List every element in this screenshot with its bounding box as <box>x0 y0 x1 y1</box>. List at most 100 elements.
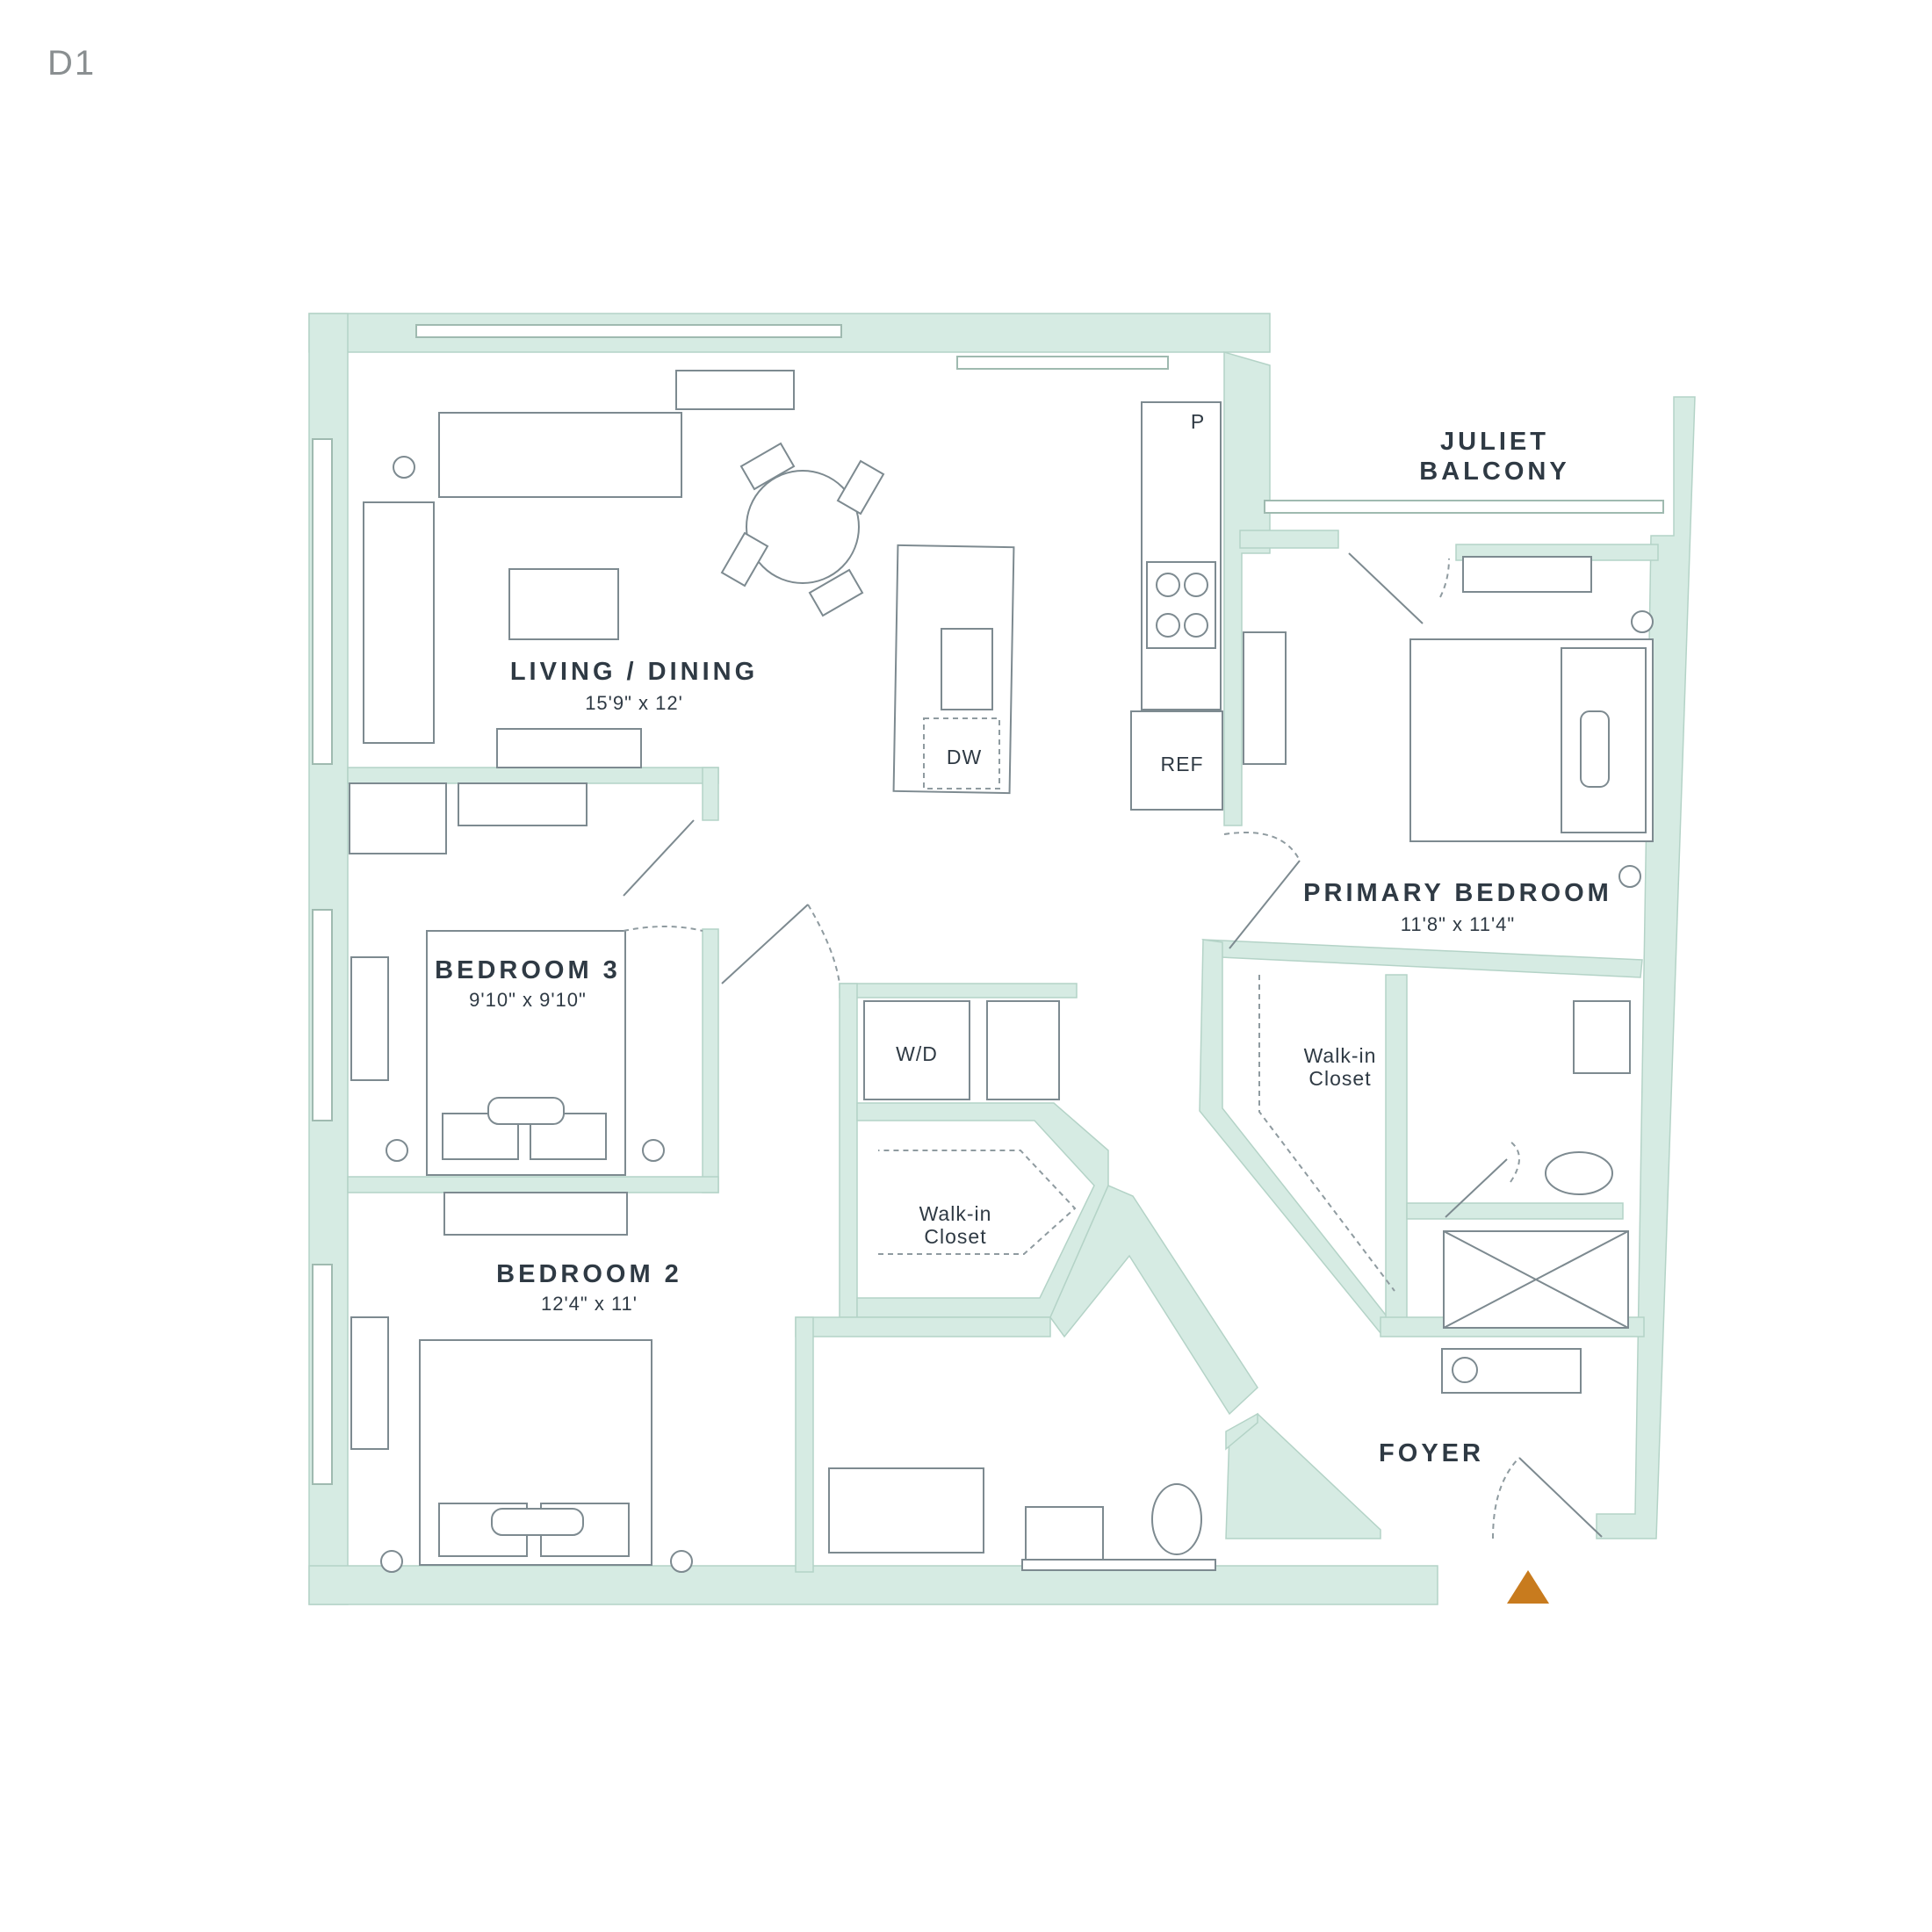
walls <box>308 313 1696 1605</box>
door-primary <box>1229 860 1301 949</box>
dining-table <box>746 470 860 584</box>
tv-bed3 <box>350 956 389 1081</box>
nightstand-lamp <box>670 1550 693 1573</box>
wall-bed3-right-top <box>702 767 719 821</box>
dresser-primary <box>1462 556 1592 593</box>
nightstand-lamp <box>642 1139 665 1162</box>
wall-bath2-top <box>795 1316 1051 1337</box>
wall-bottom <box>308 1565 1438 1605</box>
tv-console <box>496 728 642 768</box>
dining-chair <box>720 531 769 588</box>
window-bed3 <box>312 909 333 1121</box>
closet-hall-line2: Closet <box>924 1225 986 1248</box>
door-entry <box>1518 1457 1603 1538</box>
linen-shelf <box>986 1000 1060 1100</box>
burner <box>1156 573 1180 597</box>
fridge <box>1130 710 1223 811</box>
desk-bed2 <box>443 1192 628 1236</box>
sofa-side <box>363 501 435 744</box>
door-swing-bath <box>1510 1141 1520 1183</box>
wall-bath2-corner <box>1225 1412 1258 1451</box>
nightstand-lamp <box>386 1139 408 1162</box>
wall-right <box>1596 396 1696 1539</box>
foyer-lamp <box>1452 1357 1478 1383</box>
cooktop <box>1146 561 1216 649</box>
window-living-1 <box>415 324 842 338</box>
primary-dim: 11'8" x 11'4" <box>1401 913 1515 935</box>
door-swing-entry <box>1492 1457 1520 1539</box>
dishwasher-outline <box>923 717 1000 789</box>
island-sink <box>941 628 993 710</box>
wall-closet-bath <box>1385 974 1408 1327</box>
wall-bed3-top <box>347 767 719 784</box>
wall-foyer-diagonal <box>1225 1413 1381 1539</box>
toilet-primary <box>1545 1151 1613 1195</box>
bed-roll <box>487 1097 565 1125</box>
foyer-bench <box>1441 1348 1582 1394</box>
washer-dryer <box>863 1000 970 1100</box>
fridge-label: REF <box>1161 753 1204 775</box>
laundry-label: W/D <box>896 1042 938 1065</box>
bathtub <box>828 1467 984 1554</box>
bedroom3-name: BEDROOM 3 <box>435 956 621 984</box>
window-bed2 <box>312 1264 333 1485</box>
tv-primary <box>1243 631 1287 765</box>
burner <box>1184 573 1208 597</box>
wall-bath2-left <box>795 1316 814 1573</box>
nightstand-lamp <box>1631 610 1654 633</box>
coffee-table <box>508 568 619 640</box>
closet-primary-line1: Walk-in <box>1304 1044 1377 1067</box>
toilet-bath2 <box>1151 1483 1202 1555</box>
bedroom2-dim: 12'4" x 11' <box>541 1293 638 1315</box>
wall-bed3-bottom <box>347 1176 719 1193</box>
window-living-2 <box>956 356 1169 370</box>
nightstand-lamp <box>1618 865 1641 888</box>
pantry-label: P <box>1191 410 1205 433</box>
doors <box>623 552 1603 1539</box>
burner <box>1184 613 1208 638</box>
sofa <box>438 412 682 498</box>
wall-hall-closet <box>856 1102 1109 1318</box>
door-hall <box>721 904 809 984</box>
dining-chair <box>739 442 796 491</box>
bath2-counter <box>1021 1559 1216 1571</box>
vanity-primary <box>1573 1000 1631 1074</box>
windows <box>312 324 1169 1485</box>
living-name: LIVING / DINING <box>510 658 758 686</box>
wall-bed3-right <box>702 928 719 1193</box>
door-bath <box>1445 1158 1508 1218</box>
balcony-line1: JULIET <box>1440 428 1549 456</box>
burner <box>1156 613 1180 638</box>
closet-hall-outline <box>878 1150 1077 1255</box>
vanity-bath2 <box>1025 1506 1104 1564</box>
primary-name: PRIMARY BEDROOM <box>1303 879 1612 907</box>
bedroom2-name: BEDROOM 2 <box>496 1260 682 1288</box>
bedroom3-dim: 9'10" x 9'10" <box>469 989 587 1011</box>
bed-roll <box>491 1508 584 1536</box>
kitchen-counter <box>1141 401 1222 710</box>
bed-roll <box>1580 710 1610 788</box>
balcony-line2: BALCONY <box>1419 458 1569 486</box>
door-swing-primary <box>1223 832 1301 861</box>
entry-marker <box>1507 1570 1549 1604</box>
bench <box>675 370 795 410</box>
wall-primary-bottom <box>1201 939 1643 978</box>
dining-chair <box>808 568 864 617</box>
unit-code: D1 <box>47 44 97 83</box>
closet-hall-line1: Walk-in <box>919 1202 992 1225</box>
window-living-left <box>312 438 333 765</box>
wall-kitchen-primary <box>1223 351 1271 826</box>
wall-balcony-left <box>1239 530 1339 549</box>
door-balcony <box>1348 552 1424 624</box>
closet-primary-outline <box>1258 975 1395 1292</box>
door-bed3 <box>623 819 695 897</box>
wall-bath2-diagonal <box>1049 1185 1258 1416</box>
closet-primary-line2: Closet <box>1308 1067 1371 1090</box>
wall-laundry-top <box>839 983 1078 998</box>
wall-bath-mid <box>1406 1202 1624 1220</box>
door-swing-bed3 <box>623 926 703 932</box>
wall-hall-left <box>839 983 858 1318</box>
shower-x <box>1443 1230 1629 1329</box>
lamp-living <box>393 456 415 479</box>
balcony-rail <box>1264 500 1664 514</box>
